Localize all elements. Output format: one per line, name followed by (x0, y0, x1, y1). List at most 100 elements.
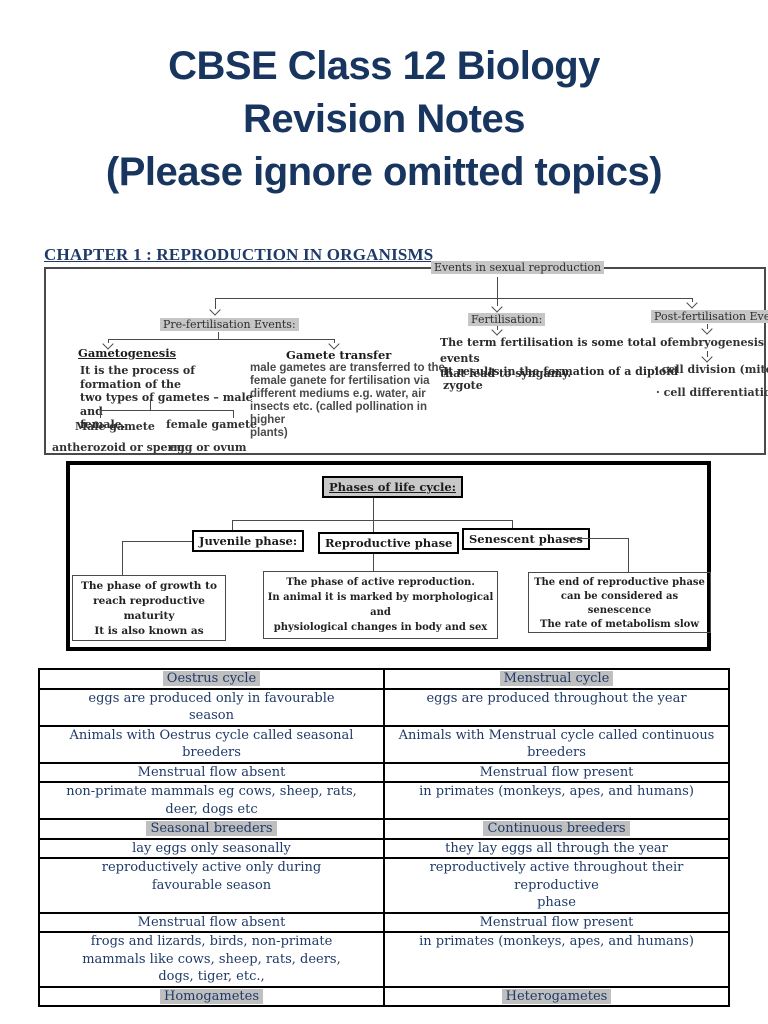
connector-line (218, 332, 219, 339)
connector-line (512, 520, 513, 528)
table-cell: lay eggs only seasonally (38, 837, 385, 859)
connector-line (233, 410, 234, 418)
senescent-phase-description: The end of reproductive phase can be con… (528, 572, 711, 633)
connector-line (707, 351, 708, 357)
table-cell: Homogametes (38, 985, 385, 1007)
table-row: lay eggs only seasonally they lay eggs a… (38, 837, 730, 859)
table-row: Seasonal breeders Continuous breeders (38, 818, 730, 840)
highlighted-cell-text: Oestrus cycle (162, 671, 261, 686)
table-row: reproductively active only during favour… (38, 857, 730, 914)
flowchart-root-label: Events in sexual reproduction (431, 261, 605, 274)
reproductive-phase-box: Reproductive phase (318, 532, 460, 554)
reproductive-phase-description: The phase of active reproduction. In ani… (263, 571, 498, 639)
table-row: Menstrual flow absent Menstrual flow pre… (38, 761, 730, 783)
page-title: CBSE Class 12 Biology Revision Notes (Pl… (0, 40, 768, 199)
table-cell: Continuous breeders (383, 818, 730, 840)
cell-division-item: · cell division (mitosis) (654, 363, 768, 376)
gamete-transfer-description: male gametes are transferred to the fema… (250, 362, 445, 439)
table-cell: Menstrual flow present (383, 911, 730, 933)
gamete-transfer-title: Gamete transfer (286, 348, 392, 362)
table-cell: Oestrus cycle (38, 668, 385, 690)
connector-line (497, 299, 498, 306)
table-cell: they lay eggs all through the year (383, 837, 730, 859)
gametogenesis-description: It is the process of formation of the tw… (80, 364, 253, 431)
down-arrow-icon (701, 323, 713, 335)
down-arrow-icon (209, 304, 221, 316)
connector-line (232, 520, 512, 521)
connector-line (497, 326, 498, 330)
chapter-heading: CHAPTER 1 : REPRODUCTION IN ORGANISMS (44, 245, 434, 264)
connector-line (692, 298, 693, 302)
embryogenesis-label: embryogenesis (672, 336, 765, 349)
connector-line (373, 554, 374, 571)
highlighted-cell-text: Seasonal breeders (146, 821, 277, 836)
gametogenesis-title: Gametogenesis (78, 346, 177, 360)
down-arrow-icon (701, 351, 713, 363)
table-cell: eggs are produced only in favourable sea… (38, 687, 385, 727)
connector-line (122, 541, 123, 575)
connector-line (108, 339, 334, 340)
female-cell-label: egg or ovum (170, 441, 247, 454)
table-cell: non-primate mammals eg cows, sheep, rats… (38, 781, 385, 820)
fertilisation-result: It results in the formation of a diploid… (443, 365, 679, 392)
title-line-3: (Please ignore omitted topics) (105, 150, 663, 194)
connector-line (373, 498, 374, 520)
connector-line (232, 520, 233, 530)
connector-line (100, 410, 101, 418)
connector-line (334, 339, 335, 343)
connector-line (122, 541, 192, 542)
table-row: Animals with Oestrus cycle called season… (38, 724, 730, 764)
table-cell: eggs are produced throughout the year (383, 687, 730, 727)
connector-line (150, 399, 151, 410)
life-cycle-flowchart: Phases of life cycle: Juvenile phase: Re… (66, 461, 711, 651)
table-row: frogs and lizards, birds, non-primate ma… (38, 931, 730, 988)
highlighted-cell-text: Homogametes (160, 988, 263, 1004)
table-cell: Menstrual flow absent (38, 761, 385, 783)
connector-line (108, 339, 109, 343)
table-cell: Menstrual flow present (383, 761, 730, 783)
title-line-1: CBSE Class 12 Biology (168, 44, 600, 88)
connector-line (628, 538, 629, 572)
down-arrow-icon (491, 301, 503, 313)
down-arrow-icon (491, 324, 503, 336)
juvenile-phase-description: The phase of growth to reach reproductiv… (72, 575, 226, 641)
post-fertilisation-label: Post-fertilisation Events: (651, 310, 768, 323)
female-gamete-label: female gamete (166, 418, 258, 431)
table-row: Homogametes Heterogametes (38, 985, 730, 1007)
table-cell: frogs and lizards, birds, non-primate ma… (38, 931, 385, 988)
cell-differentiation-item: · cell differentiation (656, 386, 768, 399)
table-cell: reproductively active only during favour… (38, 857, 385, 914)
connector-line (215, 298, 693, 299)
table-cell: Animals with Oestrus cycle called season… (38, 724, 385, 764)
connector-line (497, 277, 498, 299)
highlighted-cell-text: Menstrual cycle (499, 671, 614, 686)
fertilisation-description: The term fertilisation is some total of … (440, 336, 673, 380)
comparison-table: Oestrus cycle Menstrual cycle eggs are p… (38, 668, 730, 1007)
connector-line (373, 520, 374, 532)
table-cell: Seasonal breeders (38, 818, 385, 840)
table-cell: in primates (monkeys, apes, and humans) (383, 781, 730, 820)
male-cell-label: antherozoid or sperm . (52, 441, 193, 454)
table-row: Menstrual flow absent Menstrual flow pre… (38, 911, 730, 933)
title-line-2: Revision Notes (243, 97, 525, 141)
phases-root-box: Phases of life cycle: (322, 476, 463, 498)
table-cell: Animals with Menstrual cycle called cont… (383, 724, 730, 764)
table-row: Oestrus cycle Menstrual cycle (38, 668, 730, 690)
pre-fertilisation-label: Pre-fertilisation Events: (160, 318, 299, 331)
down-arrow-icon (686, 297, 698, 309)
table-cell: reproductively active throughout their r… (383, 857, 730, 914)
connector-line (707, 324, 708, 329)
table-row: eggs are produced only in favourable sea… (38, 687, 730, 727)
fertilisation-label: Fertilisation: (468, 313, 546, 326)
table-cell: Menstrual cycle (383, 668, 730, 690)
table-cell: in primates (monkeys, apes, and humans) (383, 931, 730, 988)
senescent-phase-box: Senescent phases (462, 528, 590, 550)
highlighted-cell-text: Heterogametes (501, 988, 612, 1004)
table-cell: Menstrual flow absent (38, 911, 385, 933)
connector-line (567, 538, 628, 539)
connector-line (100, 410, 233, 411)
table-cell: Heterogametes (383, 985, 730, 1007)
highlighted-cell-text: Continuous breeders (483, 821, 630, 836)
connector-line (215, 298, 216, 309)
table-row: non-primate mammals eg cows, sheep, rats… (38, 781, 730, 820)
